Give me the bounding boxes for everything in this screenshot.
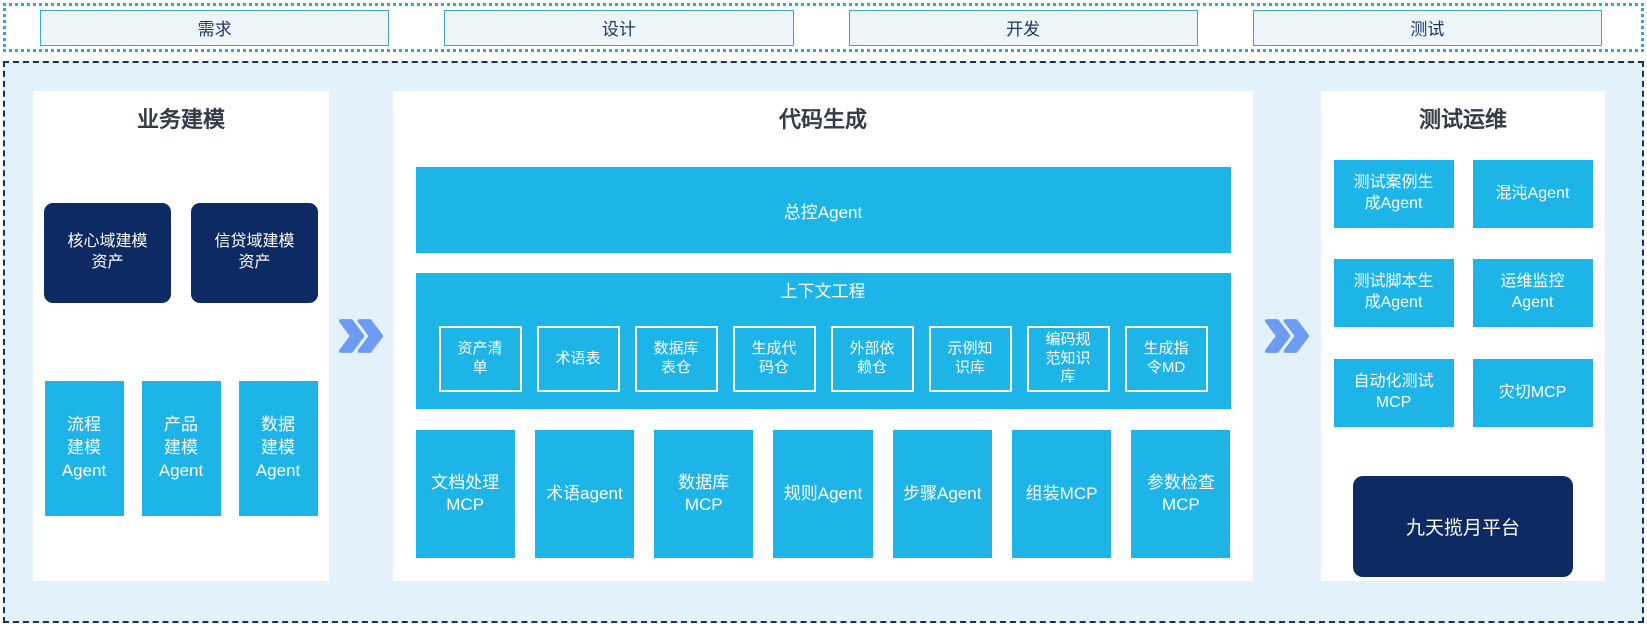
- jiutian-platform-box: 九天揽月平台: [1353, 476, 1573, 577]
- context-item-generation-instruction-md: 生成指 令MD: [1124, 326, 1208, 392]
- master-agent-bar: 总控Agent: [415, 167, 1231, 253]
- phase-box-design: 设计: [444, 9, 794, 46]
- agent-box-product-modeling: 产品 建模 Agent: [141, 381, 221, 516]
- main-container: 业务建模 核心域建模 资产 信贷域建模 资产 流程 建模 Agent 产品 建模…: [3, 61, 1644, 623]
- phase-box-testing: 测试: [1252, 9, 1602, 46]
- chevron-right-icon: [1264, 319, 1310, 353]
- codegen-panel-title: 代码生成: [778, 107, 867, 132]
- worker-box-step-agent: 步骤Agent: [892, 430, 992, 558]
- context-item-glossary: 术语表: [536, 326, 620, 392]
- context-items-row: 资产清 单 术语表 数据库 表仓 生成代 码仓 外部依 赖仓 示例知 识库 编码…: [438, 326, 1208, 392]
- context-item-asset-list: 资产清 单: [438, 326, 522, 392]
- context-engineering-block: 上下文工程 资产清 单 术语表 数据库 表仓 生成代 码仓 外部依 赖仓 示例知…: [415, 273, 1231, 409]
- modeling-assets-row: 核心域建模 资产 信贷域建模 资产: [44, 203, 318, 303]
- flow-arrow-2: [1253, 91, 1321, 581]
- test-box-case-generation-agent: 测试案例生 成Agent: [1333, 160, 1454, 228]
- worker-box-param-check-mcp: 参数检查 MCP: [1131, 430, 1231, 558]
- testops-panel-title: 测试运维: [1418, 107, 1507, 132]
- asset-box-credit-domain: 信贷域建模 资产: [191, 203, 318, 303]
- context-item-example-knowledge-base: 示例知 识库: [928, 326, 1012, 392]
- worker-box-assembly-mcp: 组装MCP: [1011, 430, 1112, 558]
- worker-box-glossary-agent: 术语agent: [534, 430, 635, 558]
- testops-row-2: 测试脚本生 成Agent 运维监控 Agent: [1333, 259, 1593, 327]
- phase-box-development: 开发: [848, 9, 1198, 46]
- business-panel-title: 业务建模: [136, 107, 225, 132]
- testops-row-1: 测试案例生 成Agent 混沌Agent: [1333, 160, 1593, 228]
- worker-box-doc-processing-mcp: 文档处理 MCP: [415, 430, 515, 558]
- context-item-external-deps-repo: 外部依 赖仓: [830, 326, 914, 392]
- test-box-chaos-agent: 混沌Agent: [1472, 160, 1593, 228]
- flow-arrow-1: [329, 91, 393, 581]
- phase-box-requirements: 需求: [40, 9, 390, 46]
- worker-box-rule-agent: 规则Agent: [773, 430, 873, 558]
- agent-box-process-modeling: 流程 建模 Agent: [44, 381, 124, 516]
- test-box-ops-monitoring-agent: 运维监控 Agent: [1472, 259, 1593, 327]
- worker-agents-row: 文档处理 MCP 术语agent 数据库 MCP 规则Agent 步骤Agent…: [415, 430, 1231, 558]
- testops-row-3: 自动化测试 MCP 灾切MCP: [1333, 359, 1593, 427]
- code-generation-panel: 代码生成 总控Agent 上下文工程 资产清 单 术语表 数据库 表仓 生成代 …: [393, 91, 1253, 581]
- context-item-generated-code-repo: 生成代 码仓: [732, 326, 816, 392]
- agent-box-data-modeling: 数据 建模 Agent: [238, 381, 318, 516]
- asset-box-core-domain: 核心域建模 资产: [44, 203, 171, 303]
- context-engineering-title: 上下文工程: [780, 282, 866, 301]
- context-item-coding-standard-kb: 编码规 范知识 库: [1026, 326, 1110, 392]
- test-ops-panel: 测试运维 测试案例生 成Agent 混沌Agent 测试脚本生 成Agent 运…: [1321, 91, 1605, 581]
- test-box-disaster-switch-mcp: 灾切MCP: [1472, 359, 1593, 427]
- modeling-agents-row: 流程 建模 Agent 产品 建模 Agent 数据 建模 Agent: [44, 381, 318, 516]
- test-box-script-generation-agent: 测试脚本生 成Agent: [1333, 259, 1454, 327]
- business-modeling-panel: 业务建模 核心域建模 资产 信贷域建模 资产 流程 建模 Agent 产品 建模…: [33, 91, 329, 581]
- worker-box-database-mcp: 数据库 MCP: [654, 430, 754, 558]
- chevron-right-icon: [338, 319, 384, 353]
- phase-band: 需求 设计 开发 测试: [3, 3, 1644, 52]
- context-item-db-table-repo: 数据库 表仓: [634, 326, 718, 392]
- test-box-automated-test-mcp: 自动化测试 MCP: [1333, 359, 1454, 427]
